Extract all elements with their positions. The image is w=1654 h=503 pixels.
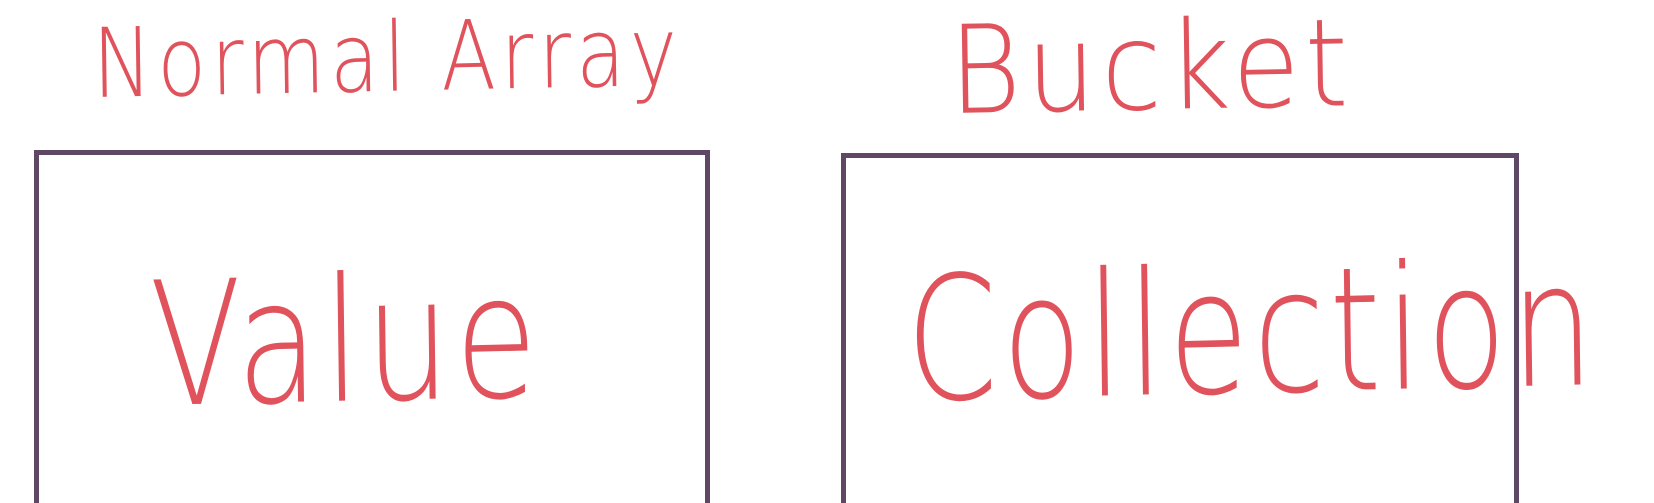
- bucket-collection-label: Collection: [904, 224, 1600, 441]
- normal-array-title: Normal Array: [91, 0, 683, 120]
- bucket-box: [841, 153, 1519, 503]
- bucket-title: Bucket: [947, 0, 1355, 142]
- normal-array-box: [34, 150, 710, 503]
- normal-array-value-label: Value: [148, 236, 544, 446]
